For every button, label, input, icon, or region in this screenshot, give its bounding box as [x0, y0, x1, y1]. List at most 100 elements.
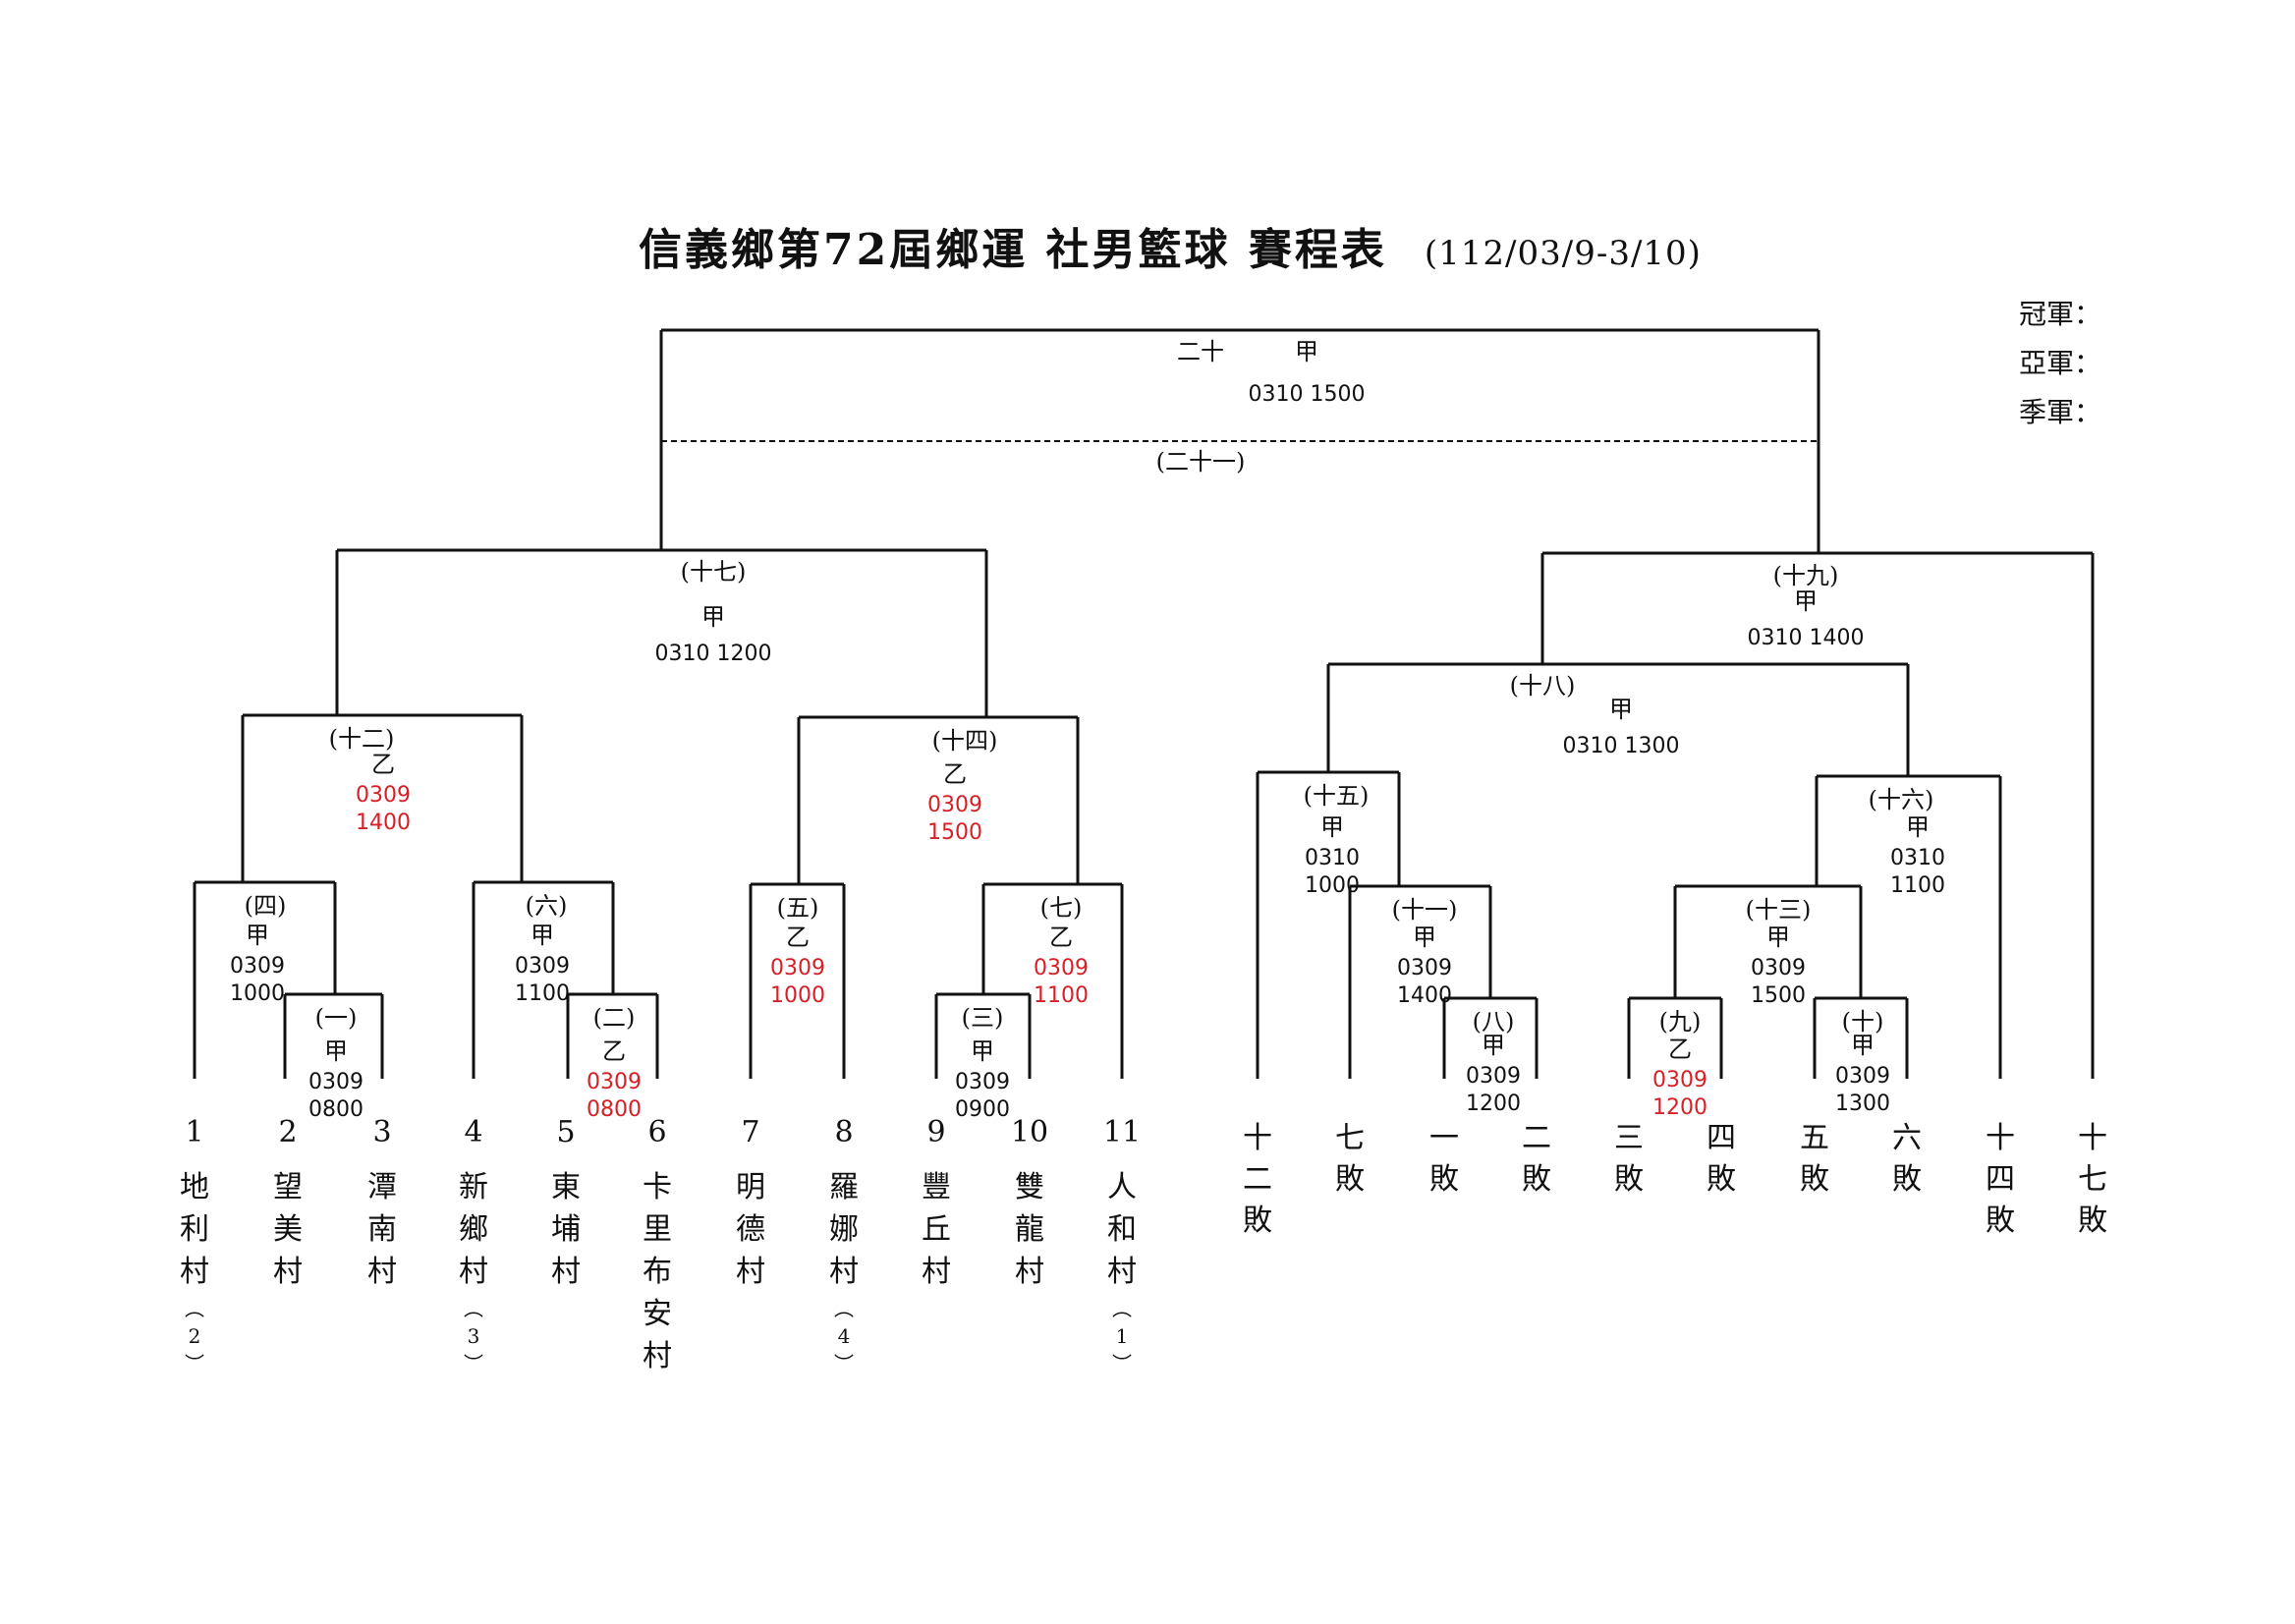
- g10-date: 0309: [1835, 1064, 1890, 1089]
- team-name-10-char-1: 龍: [1015, 1212, 1044, 1247]
- g1-court: 甲: [324, 1037, 348, 1065]
- g2-time: 0800: [587, 1097, 642, 1122]
- g5-time: 1000: [770, 983, 825, 1008]
- g17-label: (十七): [681, 558, 747, 586]
- g19-label: (十九): [1773, 562, 1839, 589]
- loser-slot-0-char-0: 十: [1243, 1121, 1272, 1155]
- g11-time: 1400: [1397, 983, 1452, 1008]
- team-name-10-char-0: 雙: [1015, 1170, 1044, 1204]
- team-note-8-1: 4: [838, 1324, 851, 1348]
- team-note-4-2: ︶: [464, 1352, 483, 1375]
- team-seed-3: 3: [372, 1115, 391, 1149]
- g4-time: 1000: [230, 981, 285, 1006]
- loser-slot-8-char-0: 十: [1986, 1121, 2015, 1155]
- g16-date: 0310: [1890, 846, 1945, 870]
- team-note-11-1: 1: [1116, 1324, 1129, 1348]
- loser-slot-8-char-1: 四: [1986, 1162, 2015, 1197]
- g10-court: 甲: [1851, 1032, 1875, 1059]
- team-note-11-2: ︶: [1112, 1352, 1132, 1375]
- g1-date: 0309: [308, 1070, 364, 1094]
- team-name-5-char-2: 村: [551, 1255, 581, 1289]
- team-note-1-1: 2: [189, 1324, 201, 1348]
- g12-date: 0309: [356, 783, 411, 808]
- g15-time: 1000: [1305, 873, 1360, 898]
- g9-time: 1200: [1652, 1095, 1707, 1120]
- team-name-1-char-1: 利: [180, 1212, 209, 1247]
- g8-date: 0309: [1466, 1064, 1521, 1089]
- g8-time: 1200: [1466, 1092, 1521, 1116]
- g13-date: 0309: [1751, 956, 1806, 980]
- team-name-6-char-4: 村: [643, 1339, 672, 1373]
- g20-court: 甲: [1295, 338, 1318, 365]
- g5-label: (五): [777, 894, 819, 922]
- g4-label: (四): [245, 892, 287, 920]
- loser-slot-7-char-0: 六: [1892, 1121, 1922, 1155]
- team-name-6-char-3: 安: [643, 1297, 672, 1331]
- loser-slot-4-char-0: 三: [1614, 1121, 1644, 1155]
- g14-court: 乙: [943, 760, 967, 788]
- team-seed-7: 7: [741, 1115, 759, 1149]
- team-seed-6: 6: [647, 1115, 666, 1149]
- g6-date: 0309: [515, 954, 570, 979]
- g7-court: 乙: [1049, 924, 1073, 951]
- g20-datetime: 0310 1500: [1249, 382, 1366, 407]
- g13-time: 1500: [1751, 983, 1806, 1008]
- title-dates: (112/03/9-3/10): [1424, 234, 1702, 273]
- team-name-4-char-1: 鄉: [459, 1212, 488, 1247]
- team-name-8-char-2: 村: [829, 1255, 859, 1289]
- g11-label: (十一): [1392, 896, 1458, 924]
- g2-label: (二): [593, 1004, 636, 1032]
- team-name-5-char-1: 埔: [551, 1212, 581, 1247]
- loser-slot-3-char-0: 二: [1522, 1121, 1551, 1155]
- team-seed-2: 2: [278, 1115, 297, 1149]
- g13-court: 甲: [1766, 924, 1790, 951]
- g9-date: 0309: [1652, 1068, 1707, 1092]
- team-note-11-0: ︵: [1112, 1297, 1132, 1320]
- team-note-1-2: ︶: [185, 1352, 204, 1375]
- team-name-8-char-1: 娜: [829, 1212, 859, 1247]
- g19-datetime: 0310 1400: [1748, 626, 1865, 650]
- team-name-7-char-0: 明: [736, 1170, 765, 1204]
- g7-time: 1100: [1034, 983, 1089, 1008]
- g3-label: (三): [962, 1004, 1004, 1032]
- g5-court: 乙: [786, 924, 810, 951]
- g9-label: (九): [1659, 1008, 1702, 1036]
- team-name-3-char-1: 南: [367, 1212, 397, 1247]
- g11-court: 甲: [1413, 924, 1436, 951]
- g3-time: 0900: [955, 1097, 1010, 1122]
- g12-court: 乙: [371, 751, 395, 778]
- g19-court: 甲: [1794, 588, 1818, 615]
- loser-slot-6-char-1: 敗: [1800, 1162, 1829, 1197]
- g6-time: 1100: [515, 981, 570, 1006]
- loser-slot-0-char-2: 敗: [1243, 1204, 1272, 1238]
- g1-label: (一): [315, 1004, 358, 1032]
- team-name-2-char-0: 望: [273, 1170, 303, 1204]
- g12-label: (十二): [329, 725, 395, 753]
- award-third-place: 季軍：: [2019, 396, 2102, 428]
- loser-slot-0-char-1: 二: [1243, 1162, 1272, 1197]
- g3-date: 0309: [955, 1070, 1010, 1094]
- team-name-1-char-2: 村: [180, 1255, 209, 1289]
- team-seed-10: 10: [1011, 1115, 1048, 1149]
- g13-label: (十三): [1746, 896, 1812, 924]
- loser-slot-6-char-0: 五: [1800, 1121, 1829, 1155]
- team-name-3-char-0: 潭: [367, 1170, 397, 1204]
- team-name-1-char-0: 地: [180, 1170, 209, 1204]
- award-champion: 冠軍：: [2019, 298, 2102, 330]
- g16-time: 1100: [1890, 873, 1945, 898]
- team-seed-5: 5: [556, 1115, 575, 1149]
- team-name-2-char-2: 村: [273, 1255, 303, 1289]
- loser-slot-1-char-1: 敗: [1335, 1162, 1365, 1197]
- team-name-9-char-0: 豐: [922, 1170, 951, 1204]
- loser-slot-3-char-1: 敗: [1522, 1162, 1551, 1197]
- g4-date: 0309: [230, 954, 285, 979]
- g1-time: 0800: [308, 1097, 364, 1122]
- g8-label: (八): [1473, 1008, 1515, 1036]
- loser-slot-4-char-1: 敗: [1614, 1162, 1644, 1197]
- g7-label: (七): [1040, 894, 1083, 922]
- loser-slot-8-char-2: 敗: [1986, 1204, 2015, 1238]
- g18-datetime: 0310 1300: [1563, 734, 1680, 758]
- g5-date: 0309: [770, 956, 825, 980]
- g7-date: 0309: [1034, 956, 1089, 980]
- team-seed-8: 8: [834, 1115, 853, 1149]
